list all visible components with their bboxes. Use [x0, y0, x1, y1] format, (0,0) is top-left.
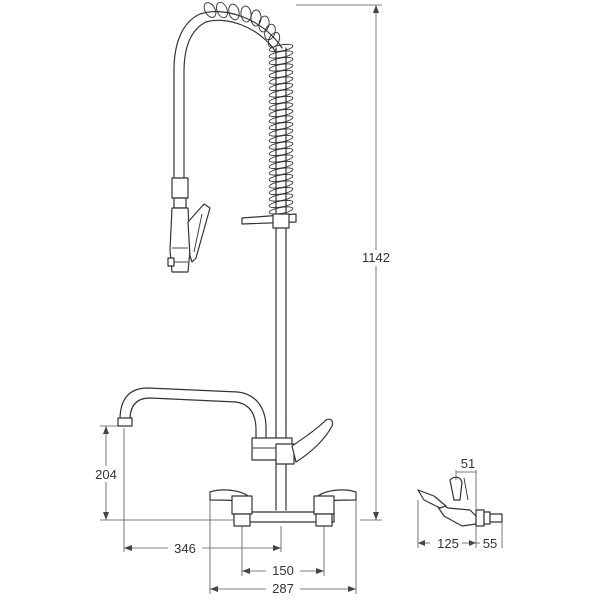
dimension-side-handle: 51 — [455, 456, 477, 510]
spray-head — [167, 177, 211, 273]
bracket-clamp — [272, 213, 290, 229]
side-view-inlet — [489, 513, 503, 523]
left-valve-head — [231, 495, 253, 515]
hose-loop — [173, 11, 283, 179]
label-spout-height: 204 — [95, 467, 117, 482]
coil-turn — [216, 1, 228, 19]
valve-body — [275, 443, 295, 465]
right-valve-head — [313, 495, 335, 515]
spout-outer — [119, 387, 267, 441]
dimension-side-inlet: 55 — [476, 522, 503, 551]
coil-turn — [203, 2, 217, 18]
spray-trigger — [187, 203, 211, 263]
spout-inner — [129, 397, 257, 441]
side-view-flange — [475, 509, 485, 527]
coil-turn — [240, 5, 252, 23]
lever-valve — [275, 418, 334, 465]
spray-body — [169, 207, 191, 273]
label-side-inlet: 55 — [483, 536, 497, 551]
left-valve-nut — [233, 513, 251, 527]
valve-lever — [291, 418, 334, 463]
dimension-spout-reach: 346 — [123, 428, 282, 556]
wall-mixer — [209, 489, 357, 527]
label-total-height: 1142 — [362, 250, 390, 265]
side-view-handle-left — [417, 489, 447, 509]
label-overall-width: 287 — [272, 581, 294, 596]
dimension-side-depth: 125 — [417, 500, 477, 551]
coil-turn — [228, 3, 240, 21]
swivel-spout — [117, 387, 293, 461]
label-side-depth: 125 — [437, 536, 459, 551]
dimension-total-height: 1142 — [296, 4, 390, 521]
hose-loop-inner — [183, 19, 277, 179]
side-view-nut — [483, 511, 491, 525]
label-inlet-centres: 150 — [272, 563, 294, 578]
label-side-handle: 51 — [461, 456, 475, 471]
coil-turn — [264, 23, 276, 41]
coil-spring — [203, 1, 294, 215]
spout-outlet — [117, 417, 133, 427]
label-spout-reach: 346 — [174, 541, 196, 556]
right-valve-nut — [315, 513, 333, 527]
pre-rinse-hose — [173, 1, 294, 215]
spray-connector — [171, 177, 189, 199]
coil-turn — [267, 32, 281, 48]
dimension-inlet-centres: 150 — [241, 526, 325, 578]
side-view-handle-top — [449, 476, 463, 501]
dimension-spout-height: 204 — [95, 425, 234, 521]
spray-collar — [173, 197, 187, 209]
spray-nozzle — [167, 257, 175, 267]
side-view — [417, 476, 503, 527]
dimension-overall-width: 287 — [209, 500, 357, 596]
riser-column — [241, 47, 297, 511]
